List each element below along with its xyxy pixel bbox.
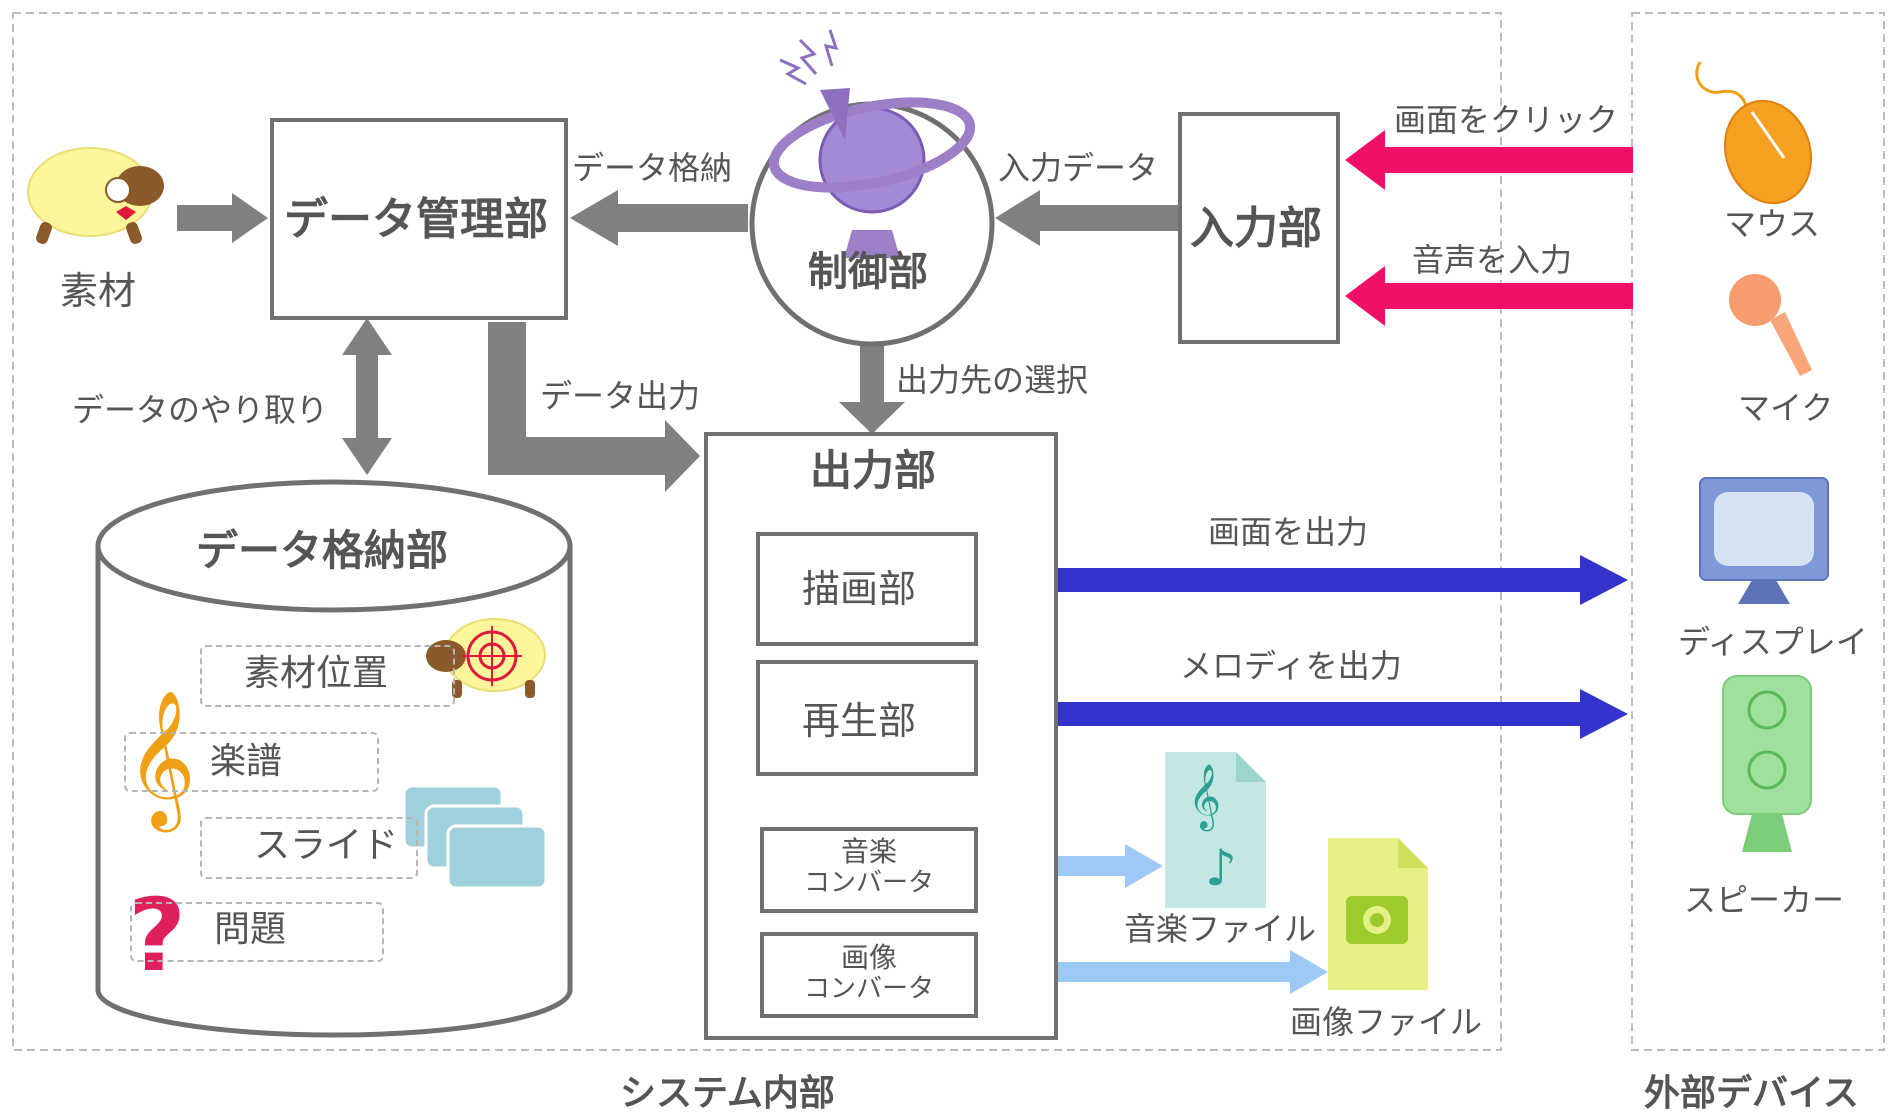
material-arrow xyxy=(177,193,268,243)
system-region-label: システム内部 xyxy=(620,1073,835,1114)
storage-item-score: 楽譜 xyxy=(210,741,283,782)
image-file-arrow xyxy=(980,950,1328,994)
data-manager-title: データ管理部 xyxy=(284,194,548,245)
music-converter-line2: コンバータ xyxy=(803,868,934,898)
melody-output-label: メロディを出力 xyxy=(1180,647,1402,685)
voice-arrow xyxy=(1345,266,1633,326)
input-data-arrow xyxy=(995,190,1178,246)
sheep-icon xyxy=(27,147,164,244)
satellite-icon xyxy=(768,29,976,258)
input-box xyxy=(1178,112,1340,344)
item-frame-question xyxy=(130,902,384,962)
input-title: 入力部 xyxy=(1190,203,1322,254)
music-file-arrow xyxy=(980,844,1163,888)
click-arrow xyxy=(1345,130,1633,190)
screen-output-arrow xyxy=(977,555,1628,605)
voice-input-label: 音声を入力 xyxy=(1412,241,1573,279)
item-frame-score xyxy=(124,732,379,792)
storage-item-material-position: 素材位置 xyxy=(244,653,389,694)
target-sheep-icon xyxy=(426,618,546,698)
mic-icon xyxy=(1729,274,1812,376)
image-converter-line1: 画像 xyxy=(840,941,897,974)
output-select-arrow xyxy=(839,340,905,434)
external-region-frame xyxy=(1631,12,1885,1051)
image-file-icon xyxy=(1328,838,1428,990)
treble-clef-icon: 𝄞 xyxy=(126,688,196,832)
data-output-label: データ出力 xyxy=(540,377,701,415)
screen-output-label: 画面を出力 xyxy=(1208,513,1369,551)
drawing-title: 描画部 xyxy=(802,567,917,611)
data-exchange-arrow xyxy=(342,318,392,475)
data-exchange-label: データのやり取り xyxy=(72,391,329,429)
drawing-box xyxy=(756,532,978,646)
item-frame-slide xyxy=(200,817,418,879)
output-select-label: 出力先の選択 xyxy=(896,361,1089,399)
mouse-label: マウス xyxy=(1724,205,1821,243)
light-blue-arrows xyxy=(980,844,1328,994)
mic-label: マイク xyxy=(1738,389,1834,427)
data-output-arrow xyxy=(488,322,700,492)
music-converter-line1: 音楽 xyxy=(840,835,897,868)
system-region-frame xyxy=(12,12,1502,1051)
storage-title: データ格納部 xyxy=(196,526,449,575)
image-converter-line2: コンバータ xyxy=(803,974,934,1004)
music-file-icon: 𝄞 ♪ xyxy=(1165,752,1266,908)
playback-box xyxy=(756,660,978,776)
slides-icon xyxy=(402,784,548,890)
display-label: ディスプレイ xyxy=(1678,623,1868,661)
music-file-label: 音楽ファイル xyxy=(1124,910,1317,948)
svg-text:𝄞: 𝄞 xyxy=(1188,764,1221,831)
playback-title: 再生部 xyxy=(802,699,917,743)
svg-text:♪: ♪ xyxy=(1205,839,1237,897)
pink-arrows xyxy=(1345,130,1633,326)
gray-arrows xyxy=(177,190,1178,492)
image-file-label: 画像ファイル xyxy=(1290,1003,1483,1041)
image-converter-box xyxy=(760,932,978,1018)
question-mark-icon: ? xyxy=(128,877,186,994)
blue-arrows xyxy=(977,555,1628,739)
external-region-label: 外部デバイス xyxy=(1644,1073,1859,1114)
controller-title: 制御部 xyxy=(808,249,928,295)
storage-item-slide: スライド xyxy=(254,825,399,866)
speaker-label: スピーカー xyxy=(1684,881,1845,919)
data-store-label: データ格納 xyxy=(572,149,733,187)
display-icon xyxy=(1699,477,1829,604)
mouse-icon xyxy=(1695,61,1813,205)
speaker-icon xyxy=(1722,675,1812,852)
click-label: 画面をクリック xyxy=(1394,101,1619,139)
storage-item-question: 問題 xyxy=(214,909,287,950)
data-manager-box xyxy=(270,118,568,320)
material-label: 素材 xyxy=(60,269,137,313)
data-store-arrow xyxy=(570,190,748,246)
input-data-label: 入力データ xyxy=(998,149,1159,187)
output-title: 出力部 xyxy=(810,446,937,495)
item-frame-material-position xyxy=(200,645,455,707)
music-converter-box xyxy=(760,827,978,913)
melody-output-arrow xyxy=(977,689,1628,739)
